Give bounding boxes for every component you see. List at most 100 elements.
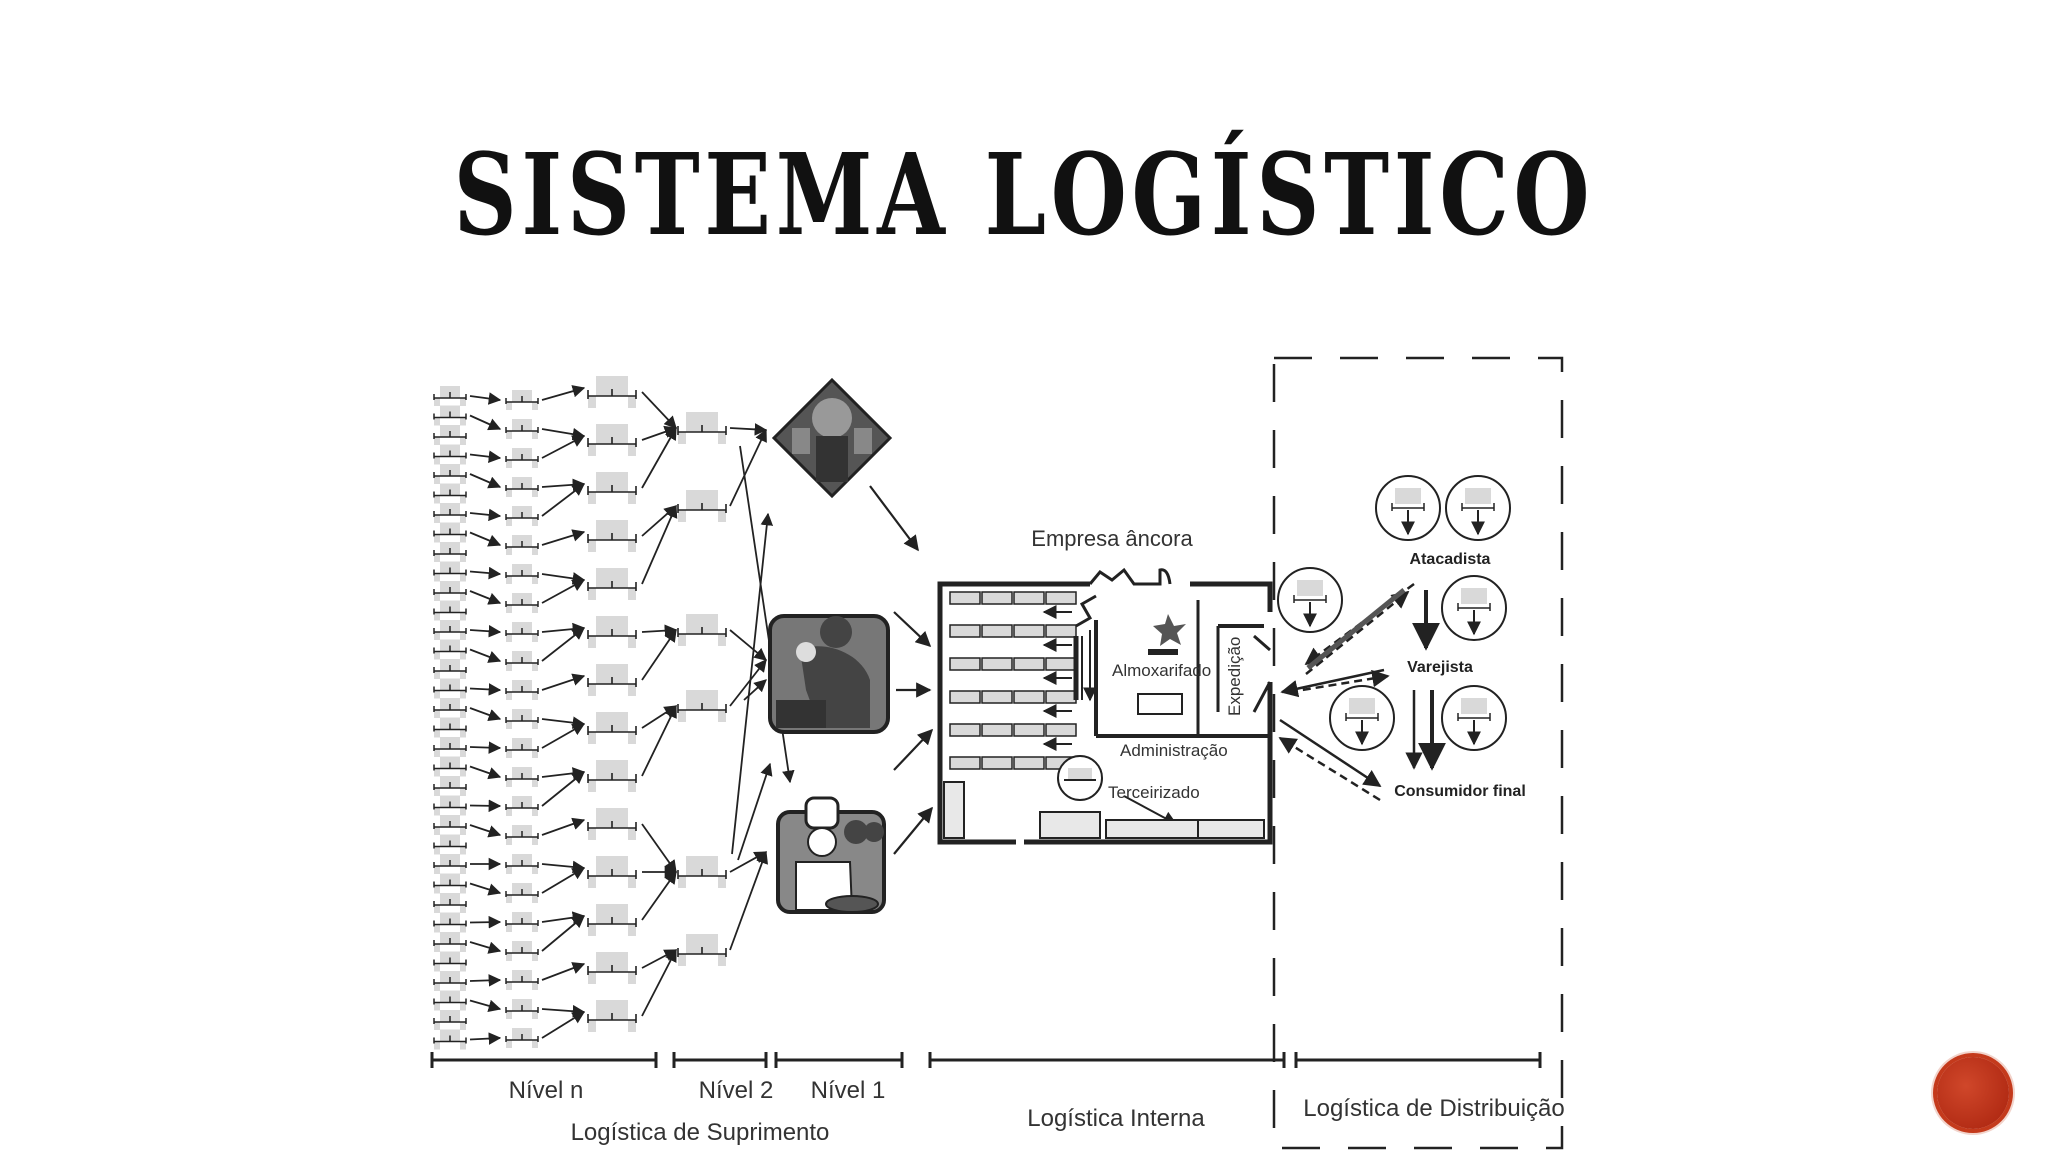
supplier-factory	[587, 471, 637, 505]
storeroom-label: Almoxarifado	[1112, 661, 1211, 680]
supplier-factory	[587, 663, 637, 697]
shipping-label: Expedição	[1225, 637, 1244, 716]
supplier-factory	[505, 650, 539, 672]
supply-arrow	[469, 765, 502, 780]
supplier-factory	[433, 677, 467, 700]
supplier-factory	[587, 855, 637, 889]
supplier-factory	[505, 766, 539, 788]
supplier-factory	[505, 911, 539, 933]
supplier-factory	[433, 989, 467, 1012]
supplier-factory	[505, 621, 539, 643]
administration-label: Administração	[1120, 741, 1228, 760]
supply-arrow	[729, 428, 767, 507]
supply-arrow	[541, 817, 586, 836]
supply-arrow	[469, 999, 502, 1012]
supply-arrow	[541, 716, 586, 729]
supplier-factory	[433, 482, 467, 505]
shelf	[981, 591, 1013, 605]
supplier-factory	[587, 759, 637, 793]
anchor-company-label: Empresa âncora	[1031, 526, 1193, 551]
supply-arrow	[641, 628, 677, 681]
supply-arrow	[541, 673, 586, 691]
shelf	[1045, 723, 1077, 737]
supplier-factory	[505, 534, 539, 556]
shelf	[1013, 723, 1045, 737]
supplier-factory	[505, 969, 539, 991]
loading-docks	[943, 781, 1265, 839]
supplier-factory	[433, 619, 467, 641]
supplier-factory	[433, 560, 467, 583]
slide-title: Sistema Logístico	[453, 130, 1595, 261]
supply-arrow	[469, 707, 502, 722]
supply-arrow	[541, 529, 586, 546]
supplier-factory	[587, 423, 637, 457]
supplier-factory	[433, 970, 467, 992]
supplier-factory	[587, 999, 637, 1033]
shelf	[1013, 690, 1045, 704]
supply-arrow	[641, 823, 677, 874]
supply-arrow	[541, 860, 586, 874]
supply-arrow	[469, 882, 502, 896]
supply-arrow	[469, 974, 502, 987]
supplier-factory	[433, 716, 467, 739]
supplier-factory	[505, 1027, 539, 1049]
supplier-factory	[505, 592, 539, 614]
retailer-label: Varejista	[1407, 659, 1473, 676]
supplier-factory	[433, 833, 467, 856]
supply-arrow	[541, 385, 586, 401]
supply-arrow	[541, 622, 586, 636]
supply-arrow	[469, 741, 502, 754]
supplier-factory	[433, 404, 467, 427]
supplier-factory	[677, 855, 727, 889]
supplier-factory	[505, 505, 539, 527]
supplier-factory	[433, 658, 467, 680]
supplier-factory	[505, 998, 539, 1020]
supplier-network	[433, 375, 795, 1051]
distribution-boundary	[1272, 356, 1564, 1150]
shelf	[1045, 591, 1077, 605]
supplier-factory	[433, 502, 467, 524]
supply-arrow	[641, 624, 678, 637]
supply-arrow	[469, 941, 502, 954]
shelf	[949, 624, 981, 638]
supply-arrow	[731, 512, 774, 855]
bottom-scale	[430, 1052, 1542, 1068]
shelf	[1013, 756, 1045, 770]
supply-arrow	[641, 426, 677, 489]
level-2-label: Nível 2	[699, 1077, 774, 1104]
supply-arrow	[641, 948, 677, 1017]
storage-shelves	[949, 591, 1077, 770]
supplier-factory	[505, 853, 539, 875]
supply-arrow	[541, 572, 586, 585]
internal-logistics-label: Logística Interna	[1027, 1105, 1205, 1132]
supply-arrow	[541, 478, 586, 492]
slide-nav-button[interactable]	[1937, 1057, 2009, 1129]
supplier-factory	[587, 807, 637, 841]
supply-arrow	[541, 962, 586, 981]
supplier-factory	[505, 476, 539, 498]
supply-arrow	[729, 850, 769, 951]
supply-arrow	[469, 392, 502, 405]
supply-arrow	[541, 723, 586, 749]
supply-arrow	[641, 870, 677, 921]
supply-arrow	[729, 659, 767, 707]
supplier-factory	[433, 541, 467, 563]
supplier-factory	[433, 385, 467, 407]
supply-arrow	[729, 423, 768, 436]
supply-arrow	[541, 435, 586, 459]
supplier-factory	[677, 689, 727, 723]
supplier-factory	[433, 911, 467, 934]
supply-arrow	[541, 867, 586, 894]
shelf	[1013, 624, 1045, 638]
supplier-factory	[505, 389, 539, 411]
supplier-factory	[505, 795, 539, 817]
supplier-factory	[433, 931, 467, 953]
supplier-factory	[587, 567, 637, 601]
wholesaler-label: Atacadista	[1410, 551, 1491, 568]
supply-arrow	[641, 504, 678, 585]
supply-arrow	[729, 629, 767, 661]
supplier-factory	[587, 903, 637, 937]
shelf	[949, 690, 981, 704]
supplier-factory	[505, 940, 539, 962]
supply-arrow	[541, 427, 586, 441]
